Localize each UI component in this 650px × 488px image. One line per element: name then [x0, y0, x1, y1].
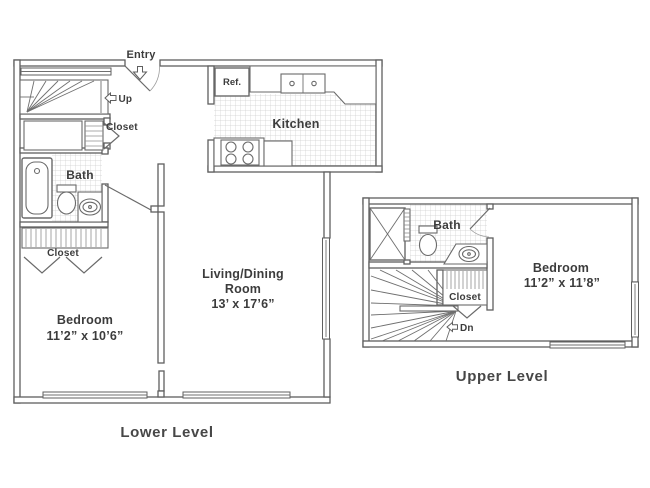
- wall-segment: [101, 183, 109, 223]
- bedroom-closet-label: Closet: [47, 248, 79, 259]
- wall-segment: [631, 197, 639, 283]
- wall-segment: [207, 165, 383, 173]
- up-label: Up: [119, 94, 133, 105]
- toilet-icon: [56, 184, 77, 215]
- door-leaf: [158, 370, 165, 392]
- wall-segment: [323, 338, 331, 398]
- closet-door: [452, 305, 482, 319]
- sink-icon: [443, 243, 488, 265]
- closet-label: Closet: [449, 292, 481, 303]
- bedroom-closet: [21, 227, 109, 274]
- bifold-door: [23, 256, 61, 274]
- bedroom-dims: 11’2” x 10’6”: [47, 329, 124, 343]
- wall-segment: [13, 59, 126, 67]
- wall-segment: [19, 221, 109, 228]
- wall-segment: [159, 59, 383, 67]
- door-swing: [104, 184, 152, 211]
- closet-door: [103, 122, 120, 150]
- ref-label: Ref.: [223, 77, 241, 88]
- entry-direction-arrow-icon: [132, 66, 148, 81]
- bedroom-name: Bedroom: [533, 261, 589, 275]
- shower-door: [403, 208, 411, 242]
- shower: [369, 207, 406, 261]
- door-jamb: [150, 205, 159, 213]
- upper-level-plan: Bath Closet Dn Bedroom 11’2” x 11’8” Upp…: [362, 197, 639, 385]
- wall-segment: [207, 65, 215, 105]
- bifold-door: [65, 256, 103, 274]
- bath-label: Bath: [66, 168, 93, 182]
- wall-segment: [403, 259, 411, 265]
- down-arrow-icon: [446, 321, 458, 333]
- wall-segment: [207, 139, 215, 173]
- door-swing: [469, 207, 491, 238]
- living-room-dims: 13’ x 17’6”: [211, 297, 274, 311]
- wall-segment: [486, 237, 494, 311]
- entry-label: Entry: [126, 49, 156, 61]
- lower-level-caption: Lower Level: [120, 424, 213, 441]
- wall-segment: [323, 171, 331, 239]
- stove-icon: [213, 137, 293, 167]
- wall-segment: [362, 197, 639, 205]
- storage-cabinet: [23, 120, 83, 151]
- wall-segment: [368, 261, 488, 269]
- door-jamb: [486, 203, 494, 210]
- refrigerator: [214, 67, 250, 97]
- wall-segment: [375, 59, 383, 173]
- sink-icon: [77, 191, 103, 223]
- dn-label: Dn: [460, 323, 474, 334]
- wall-segment: [362, 197, 370, 348]
- entry-door-swing: [124, 65, 160, 92]
- wall-segment: [157, 163, 165, 207]
- bath-label: Bath: [433, 218, 460, 232]
- lower-level-plan: Entry Up Closet Bath Closet Kitchen Ref.…: [13, 49, 383, 441]
- stairs-closet-label: Closet: [106, 122, 138, 133]
- up-arrow-icon: [104, 91, 117, 105]
- closet-hatch: [446, 271, 484, 289]
- shelf-closet: [84, 120, 104, 151]
- wall-segment: [157, 211, 165, 364]
- bedroom-dims: 11’2” x 11’8”: [524, 276, 600, 290]
- upper-closet: [442, 269, 488, 319]
- kitchen-label: Kitchen: [272, 117, 319, 131]
- wall-segment: [13, 59, 21, 404]
- wall-segment: [13, 396, 331, 404]
- living-room-name-line1: Living/Dining: [202, 267, 284, 281]
- bathtub: [21, 157, 53, 219]
- kitchen-sink: [280, 73, 326, 94]
- bedroom-name: Bedroom: [57, 313, 113, 327]
- living-room-name-line2: Room: [225, 282, 261, 296]
- closet-hatch: [25, 229, 102, 247]
- toilet-icon: [418, 225, 438, 257]
- upper-level-caption: Upper Level: [456, 368, 548, 385]
- wall-segment: [157, 390, 165, 398]
- stairs-up: [19, 79, 109, 115]
- wall-segment: [19, 113, 111, 120]
